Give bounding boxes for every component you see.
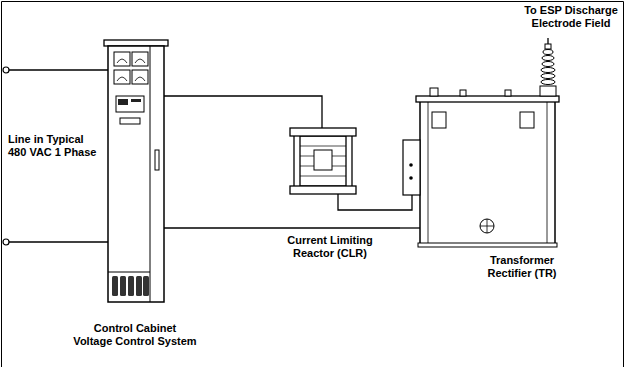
bushing-ridge (543, 50, 553, 55)
meter-dial (117, 59, 145, 81)
reactor-post (351, 136, 352, 186)
node-caption: Transformer Rectifier (TR) (487, 254, 557, 280)
bolt (409, 176, 413, 180)
bolt (409, 163, 413, 167)
skid (418, 243, 557, 247)
transformer-rectifier (400, 38, 559, 247)
label-text: To ESP Discharge Electrode Field (524, 4, 618, 30)
vent (112, 276, 118, 296)
bushing-ridge (541, 80, 555, 85)
display-window (118, 99, 128, 105)
tank (420, 100, 555, 245)
node-caption: Current Limiting Reactor (CLR) (287, 234, 373, 260)
wire (164, 96, 322, 128)
cabinet-cap (104, 40, 168, 46)
nameplate (314, 150, 332, 170)
bushing-base (540, 86, 556, 96)
bushing-ridge (542, 62, 554, 67)
vent (120, 276, 126, 296)
reactor-coil (300, 136, 346, 186)
wire-stub (400, 227, 420, 228)
cabinet-node: Control Cabinet Voltage Control System (108, 44, 164, 302)
reactor-plate (290, 186, 356, 194)
window (520, 112, 534, 128)
reactor-post (293, 136, 294, 186)
label-text: Line in Typical 480 VAC 1 Phase (8, 133, 97, 159)
supply-wire (9, 241, 108, 242)
junction-box (403, 140, 420, 195)
node-caption: Control Cabinet Voltage Control System (73, 322, 197, 348)
switch-plate (120, 118, 140, 124)
drain-valve (480, 219, 494, 233)
supply-label: Line in Typical 480 VAC 1 Phase (8, 133, 97, 159)
bushing-ridge (541, 74, 555, 79)
reactor-node: Current Limiting Reactor (CLR) (290, 128, 356, 194)
vent (136, 276, 142, 296)
drain-valve (480, 219, 494, 233)
display-panel (116, 96, 144, 112)
wire-stub (400, 195, 412, 210)
bushing-ridge (541, 68, 555, 73)
caption: Control Cabinet Voltage Control System (73, 322, 197, 348)
panel-line (108, 272, 150, 273)
reactor (290, 128, 356, 194)
bushing-ridge (542, 56, 554, 61)
wire (164, 227, 400, 228)
coil-winding (300, 146, 346, 176)
fitting (430, 88, 438, 96)
tank-lid (416, 96, 559, 102)
caption: Current Limiting Reactor (CLR) (287, 234, 373, 260)
door-handle (155, 150, 159, 170)
bushing-cap (545, 44, 551, 49)
fitting (505, 90, 511, 96)
vent (128, 276, 134, 296)
supply-wire (9, 69, 108, 70)
fitting (460, 90, 466, 96)
tank-fin (428, 102, 429, 243)
tank-fin (547, 102, 548, 243)
output-label: To ESP Discharge Electrode Field (524, 4, 618, 30)
caption: Transformer Rectifier (TR) (487, 254, 557, 280)
wire (338, 194, 400, 210)
display-window (131, 99, 141, 102)
reactor-plate (290, 128, 356, 136)
terminal (3, 67, 9, 73)
door-edge (150, 46, 151, 302)
control-cabinet (104, 40, 168, 302)
terminal (3, 239, 9, 245)
cabinet-body (108, 46, 164, 302)
vent (143, 276, 149, 296)
window (432, 112, 446, 128)
transformer-node: Transformer Rectifier (TR) (400, 88, 560, 246)
